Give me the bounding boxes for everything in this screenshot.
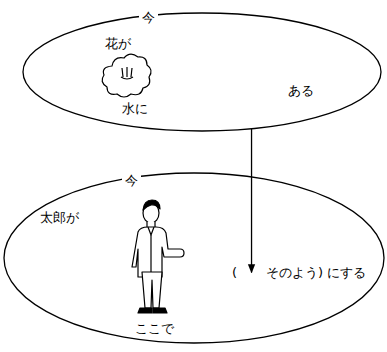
person-figure [132, 200, 184, 313]
flower-picture [102, 54, 151, 97]
text-holder: 太郎が [40, 207, 79, 226]
arrow-connector [251, 129, 252, 273]
region-heading: 今 [139, 10, 158, 25]
text-holder: ある [288, 80, 314, 99]
text-holder: 今 [122, 170, 141, 189]
region-text: ある [288, 83, 314, 98]
ellipse-shape [23, 13, 381, 131]
text-holder: 今 [139, 7, 158, 26]
region-text: 水に [122, 101, 148, 116]
region-text: 太郎が [40, 210, 79, 225]
region-text: 花が [105, 36, 131, 51]
region-heading: 今 [122, 173, 141, 188]
region-text: そのよう) にする [266, 265, 366, 280]
ellipse-region: 今太郎がここで ( そのよう) にする [3, 172, 385, 344]
ellipse-region: 今花が水に ある [22, 12, 382, 132]
region-text: ( [232, 265, 237, 280]
text-holder: 水に [122, 98, 148, 117]
ellipse-outline [3, 172, 385, 344]
text-holder: そのよう) にする [266, 262, 366, 281]
ellipse-outline [22, 12, 382, 132]
text-holder: ( [232, 262, 237, 281]
text-holder: ここで [135, 318, 174, 337]
ellipse-shape [4, 173, 384, 343]
region-text: ここで [135, 321, 174, 336]
text-holder: 花が [105, 33, 131, 52]
